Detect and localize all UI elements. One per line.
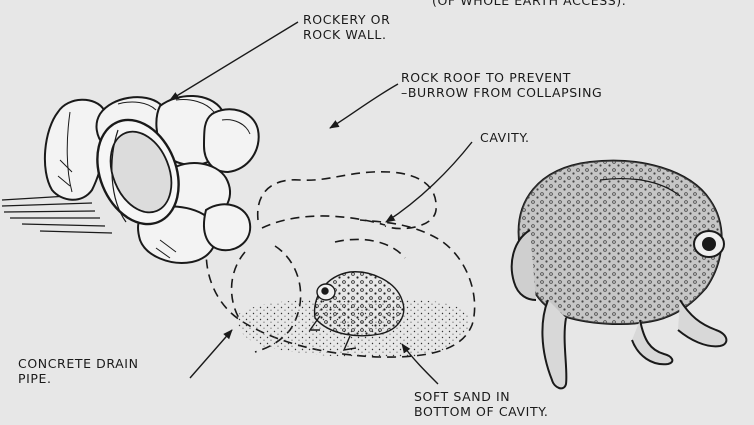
- soft-sand-label: SOFT SAND IN BOTTOM OF CAVITY.: [414, 389, 548, 419]
- rockery-label: ROCKERY OR ROCK WALL.: [303, 12, 390, 42]
- top-cut-label: (OF WHOLE EARTH ACCESS).: [432, 0, 626, 8]
- rock-roof-label: ROCK ROOF TO PREVENT –BURROW FROM COLLAP…: [401, 70, 602, 100]
- ground-hatching: [2, 195, 112, 233]
- cavity-label: CAVITY.: [480, 130, 530, 145]
- toad-icon: [512, 161, 727, 389]
- drain-pipe-label: CONCRETE DRAIN PIPE.: [18, 356, 139, 386]
